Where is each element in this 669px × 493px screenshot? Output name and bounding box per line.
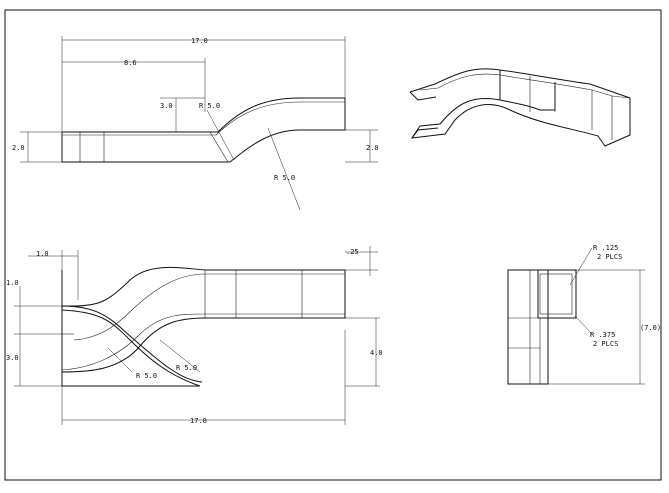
dim-top-flange: 1.0 — [36, 250, 49, 258]
dim-top-wall: .25 — [346, 248, 359, 256]
dim-top-left-b: 3.0 — [6, 354, 19, 362]
dim-top-right-height: 4.0 — [370, 349, 383, 357]
dim-side-overall: 17.0 — [191, 37, 208, 45]
dim-side-rise: 3.0 — [160, 102, 173, 110]
end-view — [507, 247, 645, 385]
dim-end-radius-large: R .375 — [590, 331, 615, 339]
dim-top-radius-b: R 5.0 — [176, 364, 197, 372]
dim-side-partial: 8.6 — [124, 59, 137, 67]
dim-side-left-height: 2.0 — [12, 144, 25, 152]
dim-end-radius-large-qty: 2 PLCS — [593, 340, 618, 348]
isometric-view — [409, 68, 631, 147]
dim-end-height: (7.0) — [640, 324, 661, 332]
dim-side-radius-outer: R 5.0 — [274, 174, 295, 182]
dim-top-overall: 17.0 — [190, 417, 207, 425]
dim-side-right-height: 2.0 — [366, 144, 379, 152]
dim-side-radius-inner: R 5.0 — [199, 102, 220, 110]
dim-end-radius-small-qty: 2 PLCS — [597, 253, 622, 261]
dim-top-left-a: 1.0 — [6, 279, 19, 287]
drawing-border — [4, 9, 662, 481]
top-view — [14, 246, 380, 425]
dim-top-radius-a: R 5.0 — [136, 372, 157, 380]
dim-end-radius-small: R .125 — [593, 244, 618, 252]
side-view — [20, 36, 378, 211]
